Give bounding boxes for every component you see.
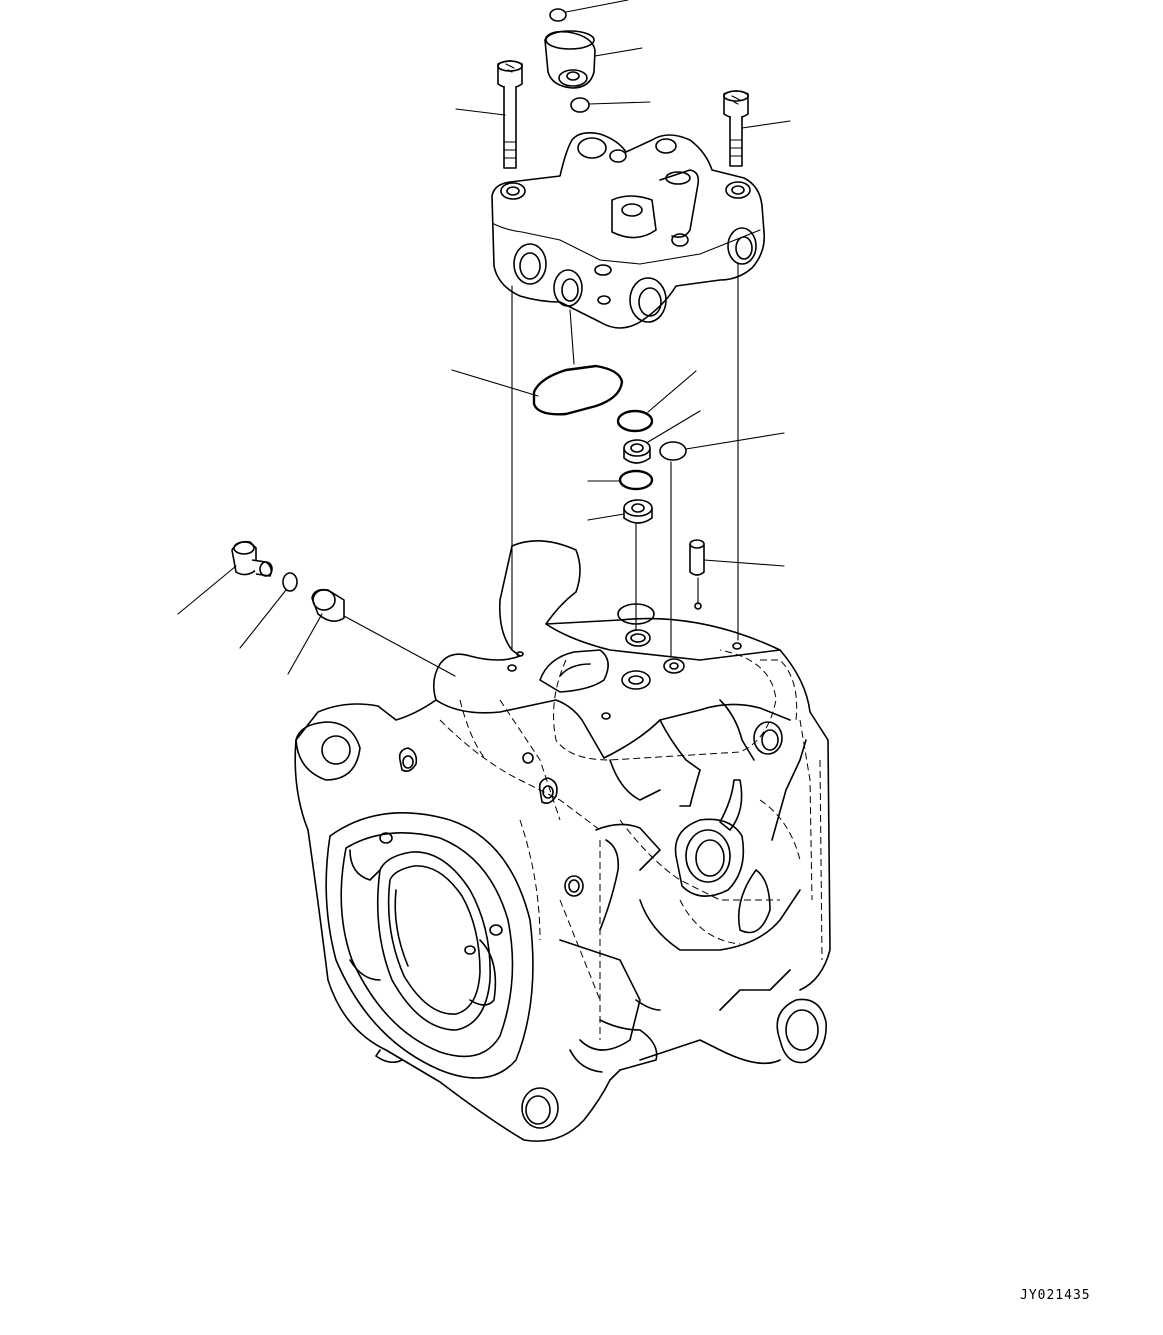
lower-o-ring-small [570, 97, 590, 113]
collar-2 [623, 499, 653, 524]
plug-fitting [544, 30, 596, 89]
dowel-pin [689, 539, 705, 576]
o-ring-2 [618, 469, 654, 491]
leader-lines [177, 0, 791, 677]
rectangular-gasket [532, 364, 624, 416]
pump-housing [294, 540, 831, 1142]
drawing-id-label: JY021435 [1020, 1288, 1091, 1303]
top-o-ring-small [549, 8, 567, 22]
plug-disc [659, 441, 687, 461]
bolt-left [497, 60, 523, 169]
check-fitting [231, 540, 273, 577]
valve-cover-block [491, 132, 766, 329]
o-ring-1 [616, 409, 654, 433]
plug-cap [311, 588, 345, 622]
bolt-right [723, 90, 749, 167]
collar-1 [623, 439, 651, 464]
o-ring-left [282, 572, 298, 592]
